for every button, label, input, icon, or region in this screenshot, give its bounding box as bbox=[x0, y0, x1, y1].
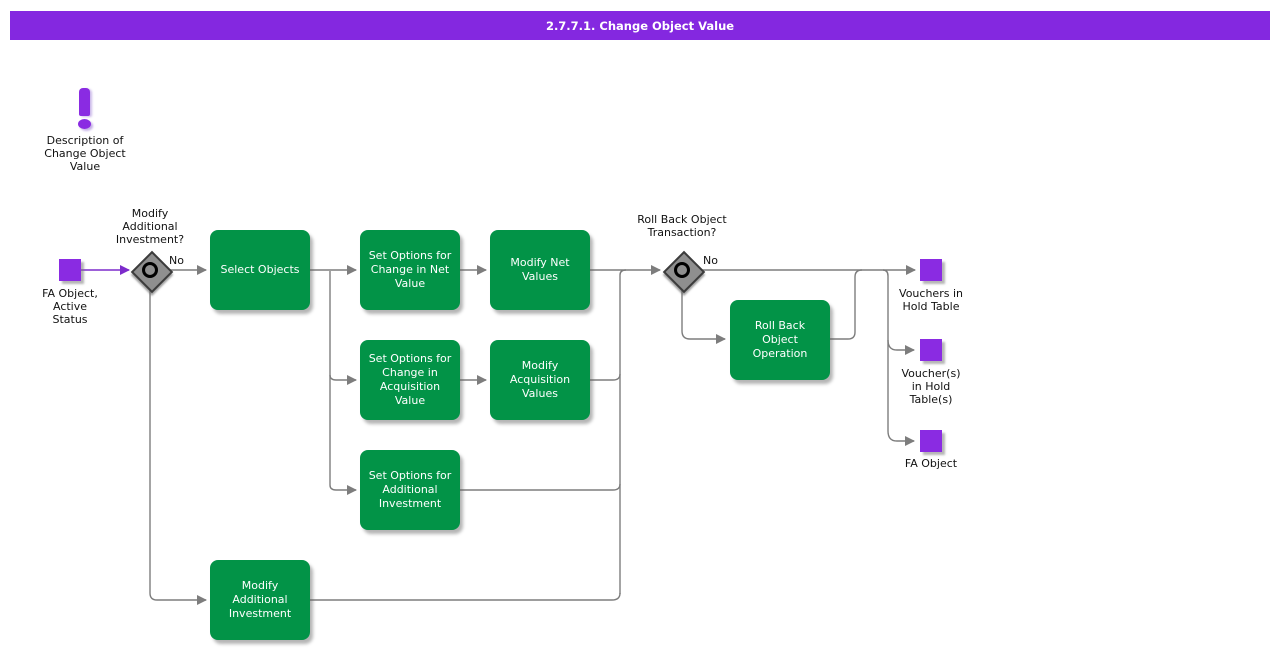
annotation-label: Description of Change Object Value bbox=[44, 134, 126, 173]
decision1-branch-label: No bbox=[169, 254, 184, 267]
process-rollback-operation[interactable]: Roll Back Object Operation bbox=[730, 300, 830, 380]
exclamation-icon[interactable] bbox=[79, 88, 90, 116]
process-set-options-acq[interactable]: Set Options for Change in Acquisition Va… bbox=[360, 340, 460, 420]
exclamation-icon-dot bbox=[78, 119, 91, 129]
decision1-label: Modify Additional Investment? bbox=[115, 207, 185, 246]
title-banner: 2.7.7.1. Change Object Value bbox=[10, 11, 1270, 40]
gateway-circle-icon bbox=[142, 262, 158, 278]
process-set-options-additional[interactable]: Set Options for Additional Investment bbox=[360, 450, 460, 530]
artifact-vouchers-s-label: Voucher(s) in Hold Table(s) bbox=[901, 367, 961, 406]
artifact-vouchers-s-square[interactable] bbox=[920, 339, 942, 361]
artifact-vouchers-square[interactable] bbox=[920, 259, 942, 281]
process-set-options-net[interactable]: Set Options for Change in Net Value bbox=[360, 230, 460, 310]
process-modify-net-values[interactable]: Modify Net Values bbox=[490, 230, 590, 310]
artifact-start-label: FA Object, Active Status bbox=[42, 287, 98, 326]
artifact-start-square[interactable] bbox=[59, 259, 81, 281]
process-select-objects[interactable]: Select Objects bbox=[210, 230, 310, 310]
artifact-fa-object-label: FA Object bbox=[904, 457, 958, 470]
process-modify-additional[interactable]: Modify Additional Investment bbox=[210, 560, 310, 640]
artifact-vouchers-label: Vouchers in Hold Table bbox=[899, 287, 963, 313]
page-title: 2.7.7.1. Change Object Value bbox=[545, 18, 735, 33]
process-modify-acq-values[interactable]: Modify Acquisition Values bbox=[490, 340, 590, 420]
decision2-label: Roll Back Object Transaction? bbox=[637, 213, 727, 239]
gateway-circle-icon bbox=[674, 262, 690, 278]
decision2-branch-label: No bbox=[703, 254, 718, 267]
artifact-fa-object-square[interactable] bbox=[920, 430, 942, 452]
